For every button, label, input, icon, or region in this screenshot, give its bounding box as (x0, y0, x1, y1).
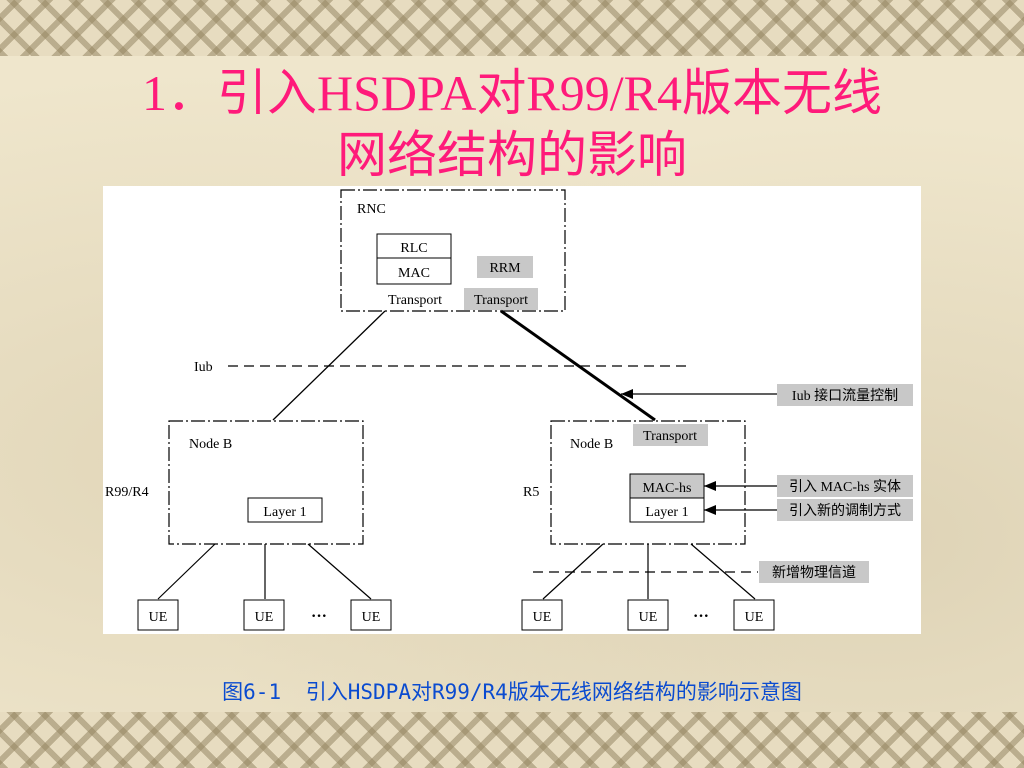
title-line-1: 1．引入HSDPA对R99/R4版本无线 (142, 65, 882, 121)
intro-modulation-label: 引入新的调制方式 (789, 503, 901, 519)
transport-right-box (464, 288, 538, 310)
ue-box-l3 (350, 599, 392, 631)
mac-hs-arrow-head (704, 481, 716, 491)
ue-box-r3 (733, 599, 775, 631)
mac-hs-label: MAC-hs (642, 481, 691, 496)
transport-left-label: Transport (388, 293, 442, 308)
flow-control-arrow-head (621, 389, 633, 399)
transport-nodeb-label: Transport (643, 429, 697, 444)
mac-label: MAC (398, 266, 430, 281)
new-channel-box (759, 561, 869, 583)
top-border-band (0, 0, 1024, 56)
new-channel-label: 新增物理信道 (772, 565, 856, 581)
rnc-label: RNC (357, 202, 386, 217)
rrm-label: RRM (489, 261, 521, 276)
ue-label-l2: UE (255, 610, 274, 625)
ue-box-l2 (243, 599, 285, 631)
iub-label: Iub (194, 360, 213, 375)
transport-nodeb-box (633, 424, 708, 446)
title-line-2: 网络结构的影响 (337, 127, 687, 183)
intro-modulation-box (777, 499, 913, 521)
intro-mac-hs-box (777, 475, 913, 497)
transport-right-label: Transport (474, 293, 528, 308)
layer1-left-box (247, 497, 323, 523)
diagram-svg: RNC RLC MAC RRM Transport Transport Iub … (105, 189, 913, 631)
r5-label: R5 (523, 485, 539, 500)
link-rnc-nodeb-left (272, 310, 386, 421)
ue-label-r3: UE (745, 610, 764, 625)
figure-caption-text: 引入HSDPA对R99/R4版本无线网络结构的影响示意图 (305, 680, 802, 704)
ue-label-r2: UE (639, 610, 658, 625)
nodeb-left-box (168, 420, 364, 545)
intro-mac-hs-label: 引入 MAC-hs 实体 (789, 479, 901, 495)
bottom-border-band (0, 712, 1024, 768)
ue-label-l3: UE (362, 610, 381, 625)
ue-box-r1 (521, 599, 563, 631)
rlc-label: RLC (400, 241, 427, 256)
modulation-arrow-head (704, 505, 716, 515)
ue-label-r1: UE (533, 610, 552, 625)
ue-label-l1: UE (149, 610, 168, 625)
layer1-left-label: Layer 1 (263, 505, 306, 520)
link-ue-l1 (157, 543, 216, 600)
ue-box-l1 (137, 599, 179, 631)
ue-box-r2 (627, 599, 669, 631)
flow-control-box (777, 384, 913, 406)
link-ue-r3 (690, 543, 756, 600)
rnc-box (340, 189, 566, 312)
r99r4-label: R99/R4 (105, 485, 149, 500)
ellipsis-left: ··· (311, 608, 327, 625)
nodeb-right-label: Node B (570, 437, 613, 452)
layer1-right-label: Layer 1 (645, 505, 688, 520)
link-ue-r1 (542, 543, 604, 600)
link-rnc-nodeb-right (500, 309, 656, 422)
mac-box (376, 257, 452, 285)
flow-control-label: Iub 接口流量控制 (792, 387, 898, 404)
rrm-box (477, 256, 533, 278)
network-diagram: RNC RLC MAC RRM Transport Transport Iub … (103, 186, 921, 634)
link-ue-l3 (307, 543, 372, 600)
figure-caption: 图6-1 引入HSDPA对R99/R4版本无线网络结构的影响示意图 (0, 676, 1024, 706)
slide-title: 1．引入HSDPA对R99/R4版本无线 网络结构的影响 (0, 62, 1024, 186)
figure-number: 图6-1 (222, 680, 282, 704)
ellipsis-right: ··· (693, 608, 709, 625)
nodeb-left-label: Node B (189, 437, 232, 452)
